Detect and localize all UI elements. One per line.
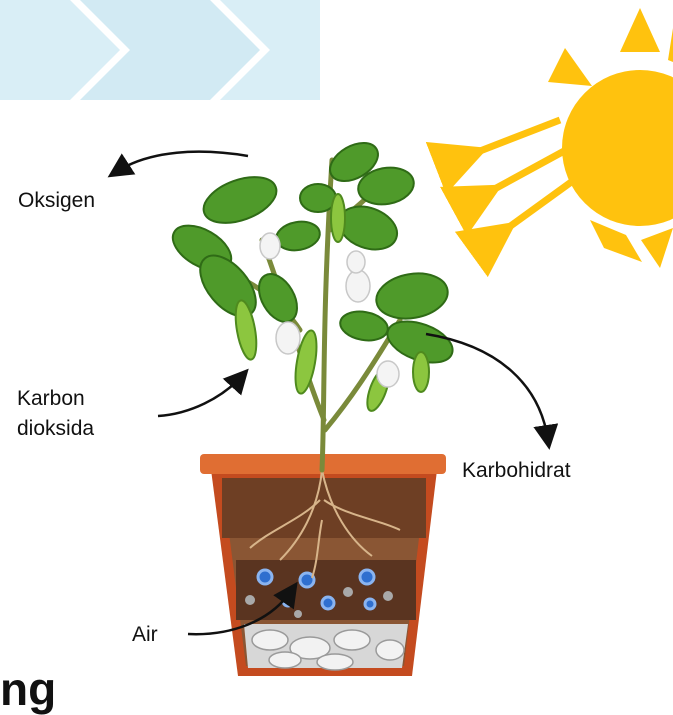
carbon-dioxide-label-line2: dioksida (17, 414, 94, 444)
plant-pot (200, 454, 446, 676)
partial-heading-text: ng (0, 664, 56, 714)
carbon-dioxide-label: Karbon dioksida (17, 384, 94, 444)
oxygen-arrow (116, 152, 248, 172)
carbon-dioxide-label-line1: Karbon (17, 384, 94, 414)
oxygen-label: Oksigen (18, 186, 95, 216)
water-label: Air (132, 620, 158, 650)
chevron-banner (0, 0, 320, 100)
carbon-dioxide-arrow (158, 376, 242, 416)
carbohydrate-label: Karbohidrat (462, 456, 571, 486)
photosynthesis-diagram (0, 0, 673, 695)
sun-icon (462, 8, 673, 268)
